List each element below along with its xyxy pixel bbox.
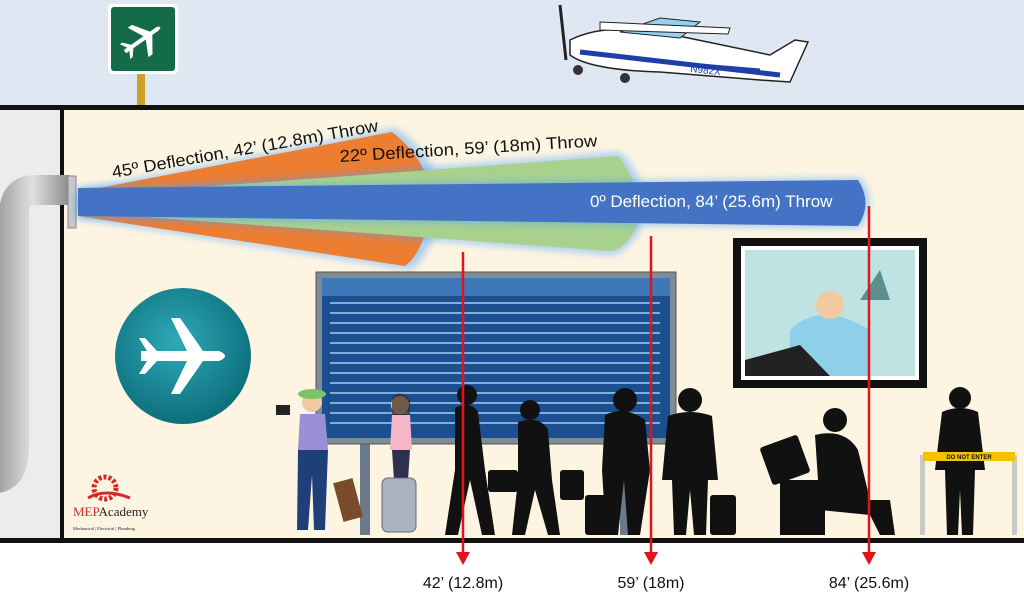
distance-label-42: 42’ (12.8m) — [423, 575, 503, 592]
distance-marker-59 — [644, 236, 658, 565]
distance-marker-42 — [456, 252, 470, 565]
airplane-icon — [119, 24, 161, 59]
distance-marker-84 — [862, 206, 876, 565]
svg-text:MEPAcademy: MEPAcademy — [73, 504, 149, 519]
throw-0-plume — [78, 178, 869, 228]
traveler-with-suitcase-illustration — [381, 393, 417, 533]
wall-edge — [60, 108, 64, 540]
traveler-silhouette — [585, 388, 650, 535]
mep-academy-logo: MEPAcademy Mechanical | Electrical | Plu… — [73, 474, 149, 531]
floor-line — [0, 538, 1024, 543]
traveler-silhouette — [445, 385, 518, 535]
logo-tagline: Mechanical | Electrical | Plumbing — [73, 526, 136, 531]
distance-label-59: 59’ (18m) — [618, 575, 685, 592]
tourist-illustration — [276, 389, 363, 530]
label-0-deflection: 0º Deflection, 84’ (25.6m) Throw — [590, 192, 833, 211]
small-airplane-illustration: N982X — [558, 4, 810, 83]
supply-duct — [0, 175, 77, 493]
logo-mep: MEP — [73, 504, 100, 519]
guard-silhouette — [935, 387, 985, 535]
traveler-silhouettes — [445, 385, 985, 535]
seated-traveler-silhouette — [760, 408, 895, 535]
distance-label-84: 84’ (25.6m) — [829, 575, 909, 592]
traveler-silhouette — [662, 388, 736, 535]
airport-circle-badge — [115, 288, 251, 424]
logo-academy: Academy — [99, 504, 149, 519]
do-not-enter-text: DO NOT ENTER — [946, 455, 992, 461]
do-not-enter-barrier: DO NOT ENTER — [920, 452, 1017, 535]
airport-sign — [108, 4, 178, 110]
framed-picture — [733, 238, 927, 388]
traveler-silhouette — [512, 400, 584, 535]
tail-number: N982X — [690, 64, 722, 78]
ceiling-line — [0, 105, 1024, 110]
departures-board — [315, 271, 677, 535]
airplane-icon — [139, 318, 225, 394]
